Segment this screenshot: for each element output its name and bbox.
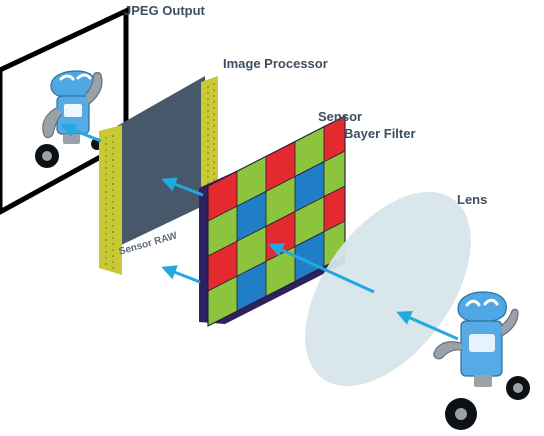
lens-disc bbox=[305, 191, 471, 387]
jpeg-robot-icon bbox=[35, 70, 103, 168]
bayer-filter-grid bbox=[207, 115, 346, 327]
image-processor-panel bbox=[99, 76, 218, 275]
lens-label: Lens bbox=[457, 192, 488, 207]
bayer-filter-label: Bayer Filter bbox=[344, 126, 416, 141]
image-processor-label: Image Processor bbox=[223, 56, 328, 71]
scene-robot-icon bbox=[433, 291, 530, 430]
sensor-label: Sensor bbox=[318, 109, 363, 124]
light-arrows bbox=[60, 123, 459, 341]
jpeg-output-label: JPEG Output bbox=[124, 3, 205, 18]
